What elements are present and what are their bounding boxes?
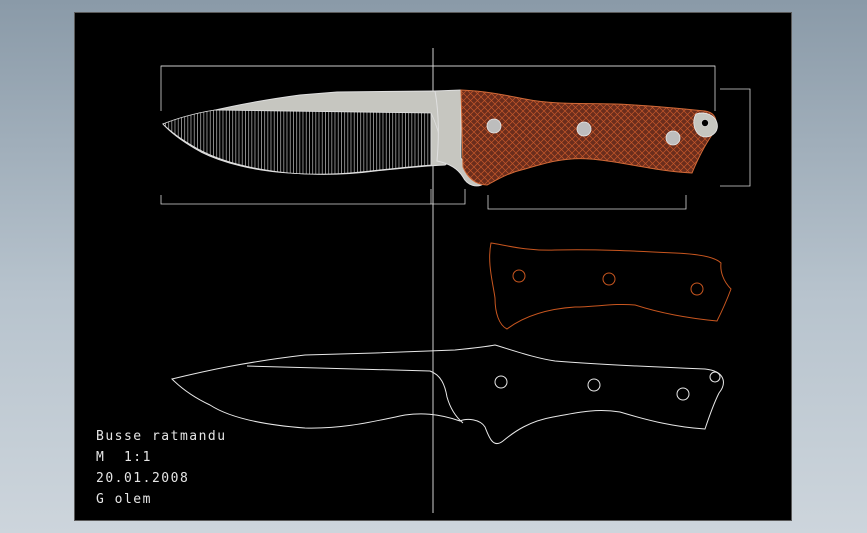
dimension-lines [160, 65, 751, 210]
drawing-author: G olem [96, 492, 152, 507]
title-block: Busse ratmandu M 1:1 20.01.2008 G olem [96, 426, 227, 510]
knife-technical-drawing [160, 48, 751, 513]
drawing-title: Busse ratmandu [96, 429, 227, 444]
knife-outline-bottom [171, 344, 724, 445]
handle-scale-outline [489, 242, 732, 330]
handle-top-view [460, 89, 718, 186]
drawing-date: 20.01.2008 [96, 471, 190, 486]
blade-top-view [162, 89, 486, 187]
drawing-scale: M 1:1 [96, 450, 152, 465]
drawing-sheet: Busse ratmandu M 1:1 20.01.2008 G olem [74, 12, 792, 521]
